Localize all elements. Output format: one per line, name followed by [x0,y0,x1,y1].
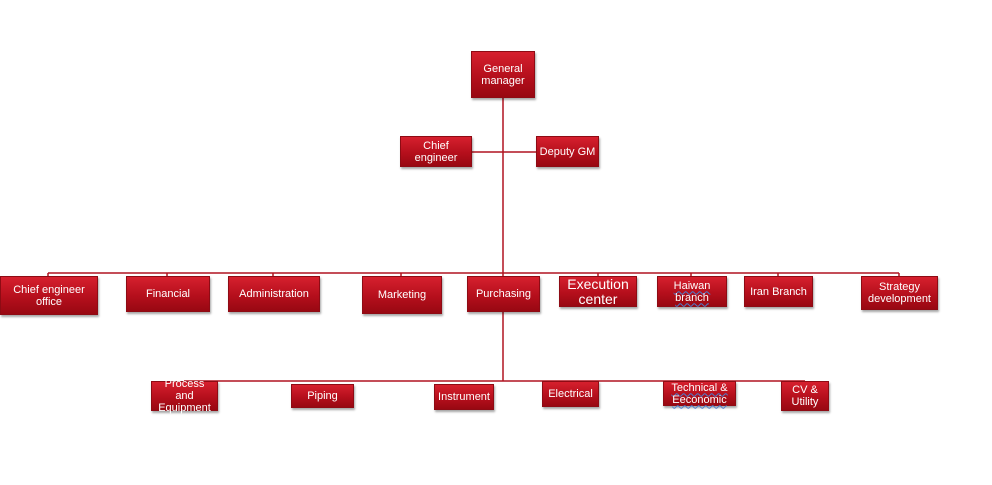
node-label: Piping [307,390,338,402]
node-electrical[interactable]: Electrical [542,381,599,407]
node-label: Purchasing [475,288,532,300]
node-piping[interactable]: Piping [291,384,354,408]
node-label: Chief engineer office [13,283,85,308]
node-label: Strategy development [868,281,931,305]
node-label: Instrument [438,391,490,403]
node-iran-branch[interactable]: Iran Branch [744,276,813,307]
node-label: Execution center [567,275,629,307]
node-purchasing[interactable]: Purchasing [467,276,540,312]
node-chief-engineer-office[interactable]: Chief engineer office [0,276,98,315]
node-deputy-gm[interactable]: Deputy GM [536,136,599,167]
node-general-manager[interactable]: General manager [471,51,535,98]
node-financial[interactable]: Financial [126,276,210,312]
node-administration[interactable]: Administration [228,276,320,312]
node-label: Electrical [548,388,593,400]
node-label: Technical & Eeconomic [671,381,728,406]
node-instrument[interactable]: Instrument [434,384,494,410]
node-haiwan-branch[interactable]: Haiwan branch [657,276,727,307]
node-execution-center[interactable]: Execution center [559,276,637,307]
node-label: Deputy GM [539,145,596,158]
node-chief-engineer[interactable]: Chief engineer [400,136,472,167]
node-cv-utility[interactable]: CV & Utility [781,381,829,411]
node-label: Chief engineer [414,139,458,164]
node-label: Iran Branch [750,285,807,298]
node-label: Financial [145,288,191,300]
node-label: CV & Utility [791,384,819,408]
node-technical-economic[interactable]: Technical & Eeconomic [663,381,736,406]
node-strategy-development[interactable]: Strategy development [861,276,938,310]
node-label: Administration [239,288,309,300]
node-label: Process and Equipment [158,378,211,414]
node-marketing[interactable]: Marketing [362,276,442,314]
node-label: Marketing [377,289,427,301]
node-process-and-equipment[interactable]: Process and Equipment [151,378,218,414]
node-label: Haiwan branch [673,279,711,304]
node-label: General manager [481,62,525,87]
